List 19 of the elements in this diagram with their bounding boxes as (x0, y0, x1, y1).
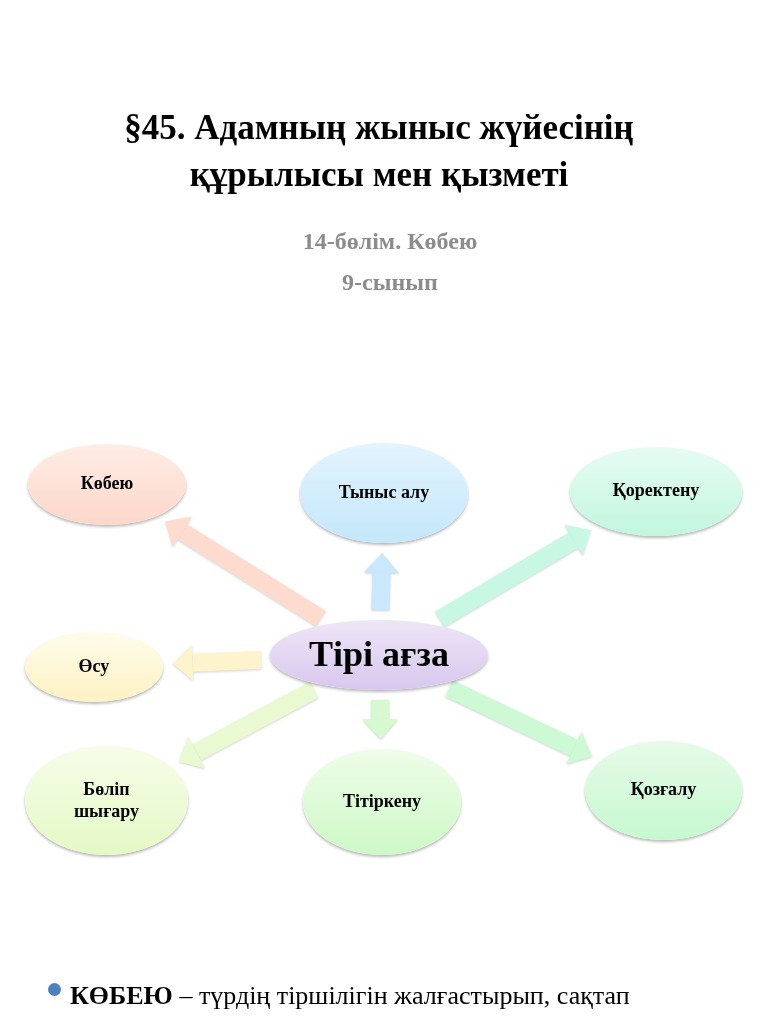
block-arrow (363, 553, 400, 611)
block-arrow (172, 644, 262, 681)
block-arrow (445, 680, 592, 765)
node-label: Бөліп шығару (72, 779, 141, 822)
node-label: Өсу (78, 656, 110, 678)
block-arrow (435, 524, 591, 627)
subtitle: 14-бөлім. Көбею (301, 227, 479, 256)
node-label: Қоректену (612, 479, 700, 502)
definition-text: КӨБЕЮ – түрдің тіршілігін жалғастырып, сақтап (70, 980, 630, 1012)
block-arrow (179, 681, 319, 769)
node-label: Тірі ағза (309, 632, 449, 676)
subtitle: 9-сынып (341, 268, 439, 297)
slide-title: §45. Адамның жыныс жүйесінің құрылысы мен қызметі (123, 107, 635, 196)
node-label: Қозғалу (630, 778, 697, 801)
node-label: Көбею (80, 472, 134, 495)
node-label: Тыныс алу (338, 482, 430, 504)
node-label: Тітіркену (342, 791, 422, 813)
block-arrow (165, 516, 326, 627)
block-arrow (362, 699, 399, 739)
